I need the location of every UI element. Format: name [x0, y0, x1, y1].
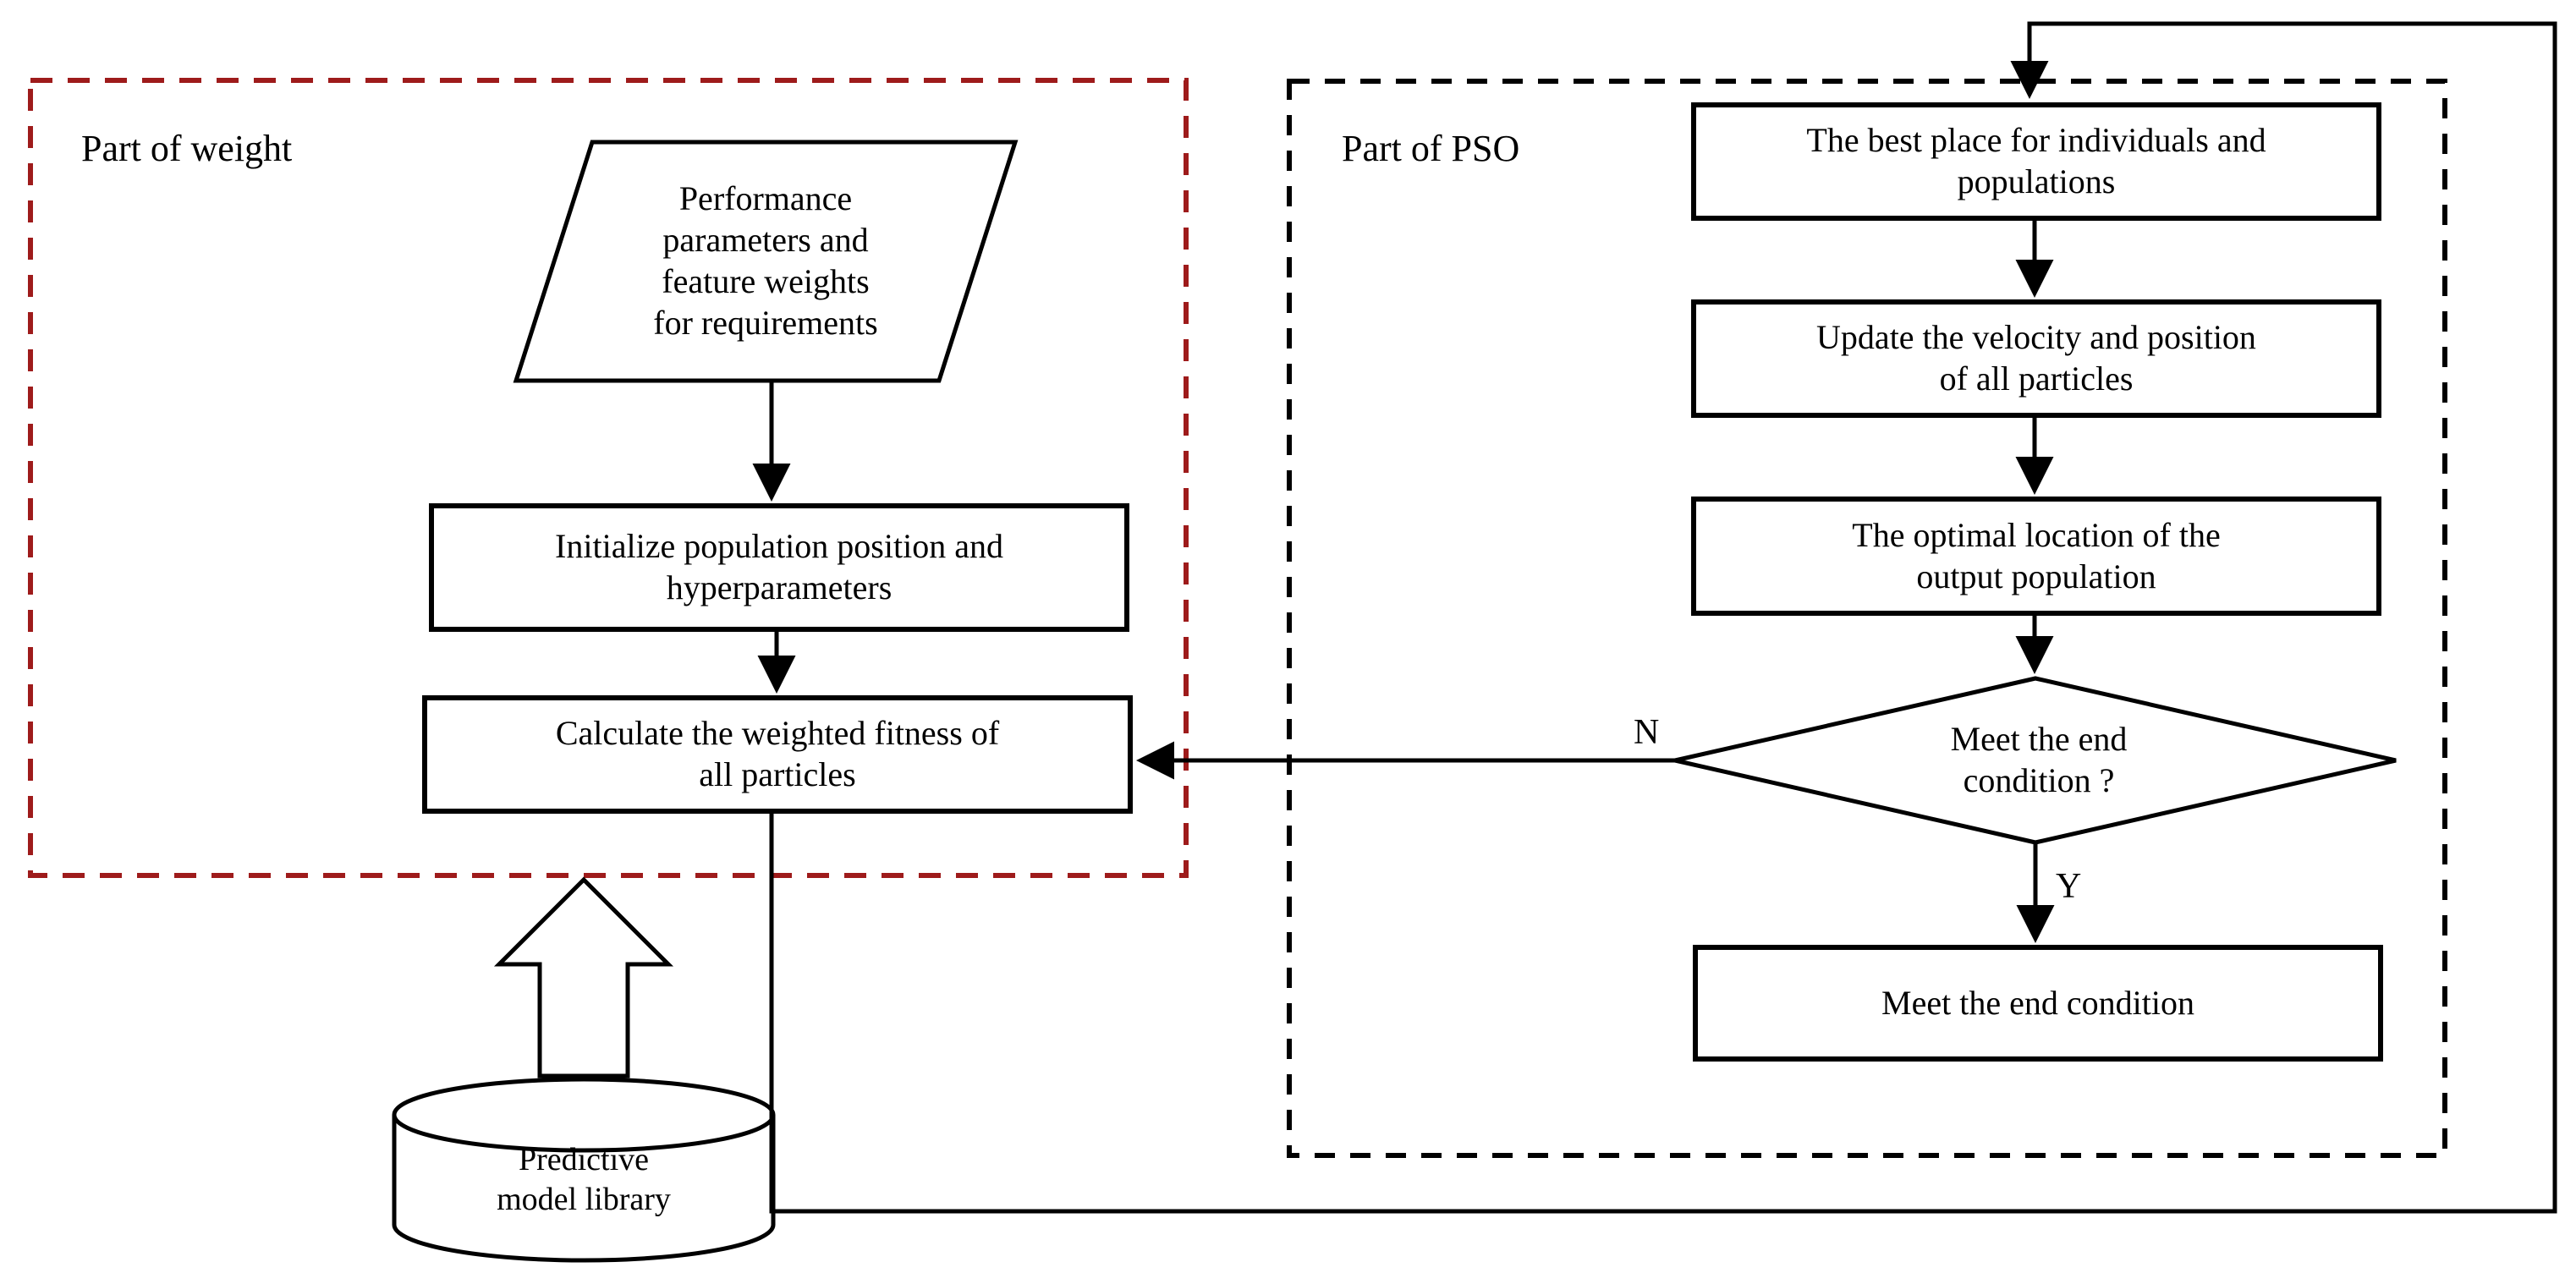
- shape-update-velocity: [1691, 299, 2381, 418]
- shape-input-params: [513, 140, 1019, 383]
- edge-label-branch-no: N: [1634, 713, 1660, 752]
- group-label-part-of-weight: Part of weight: [81, 128, 293, 169]
- shape-meet-end-condition-decision: [1674, 676, 2397, 845]
- connector-feedback-loop: [769, 21, 2557, 1214]
- node-label-predictive-model-library: Predictive model library: [497, 1141, 671, 1218]
- shape-meet-end-condition-terminal: [1693, 945, 2383, 1062]
- group-label-part-of-pso: Part of PSO: [1342, 128, 1520, 169]
- shape-optimal-location: [1691, 497, 2381, 616]
- group-frame-part-of-pso: [1287, 79, 2447, 1158]
- shape-best-place: [1691, 102, 2381, 221]
- shape-calculate-fitness: [422, 695, 1133, 814]
- edge-label-branch-yes: Y: [2056, 867, 2082, 906]
- group-frame-part-of-weight: [28, 78, 1189, 878]
- shape-initialize-population: [429, 503, 1129, 632]
- shape-predictive-model-library-body: [392, 1115, 776, 1263]
- connector-library-block-arrow-up: [493, 876, 674, 1078]
